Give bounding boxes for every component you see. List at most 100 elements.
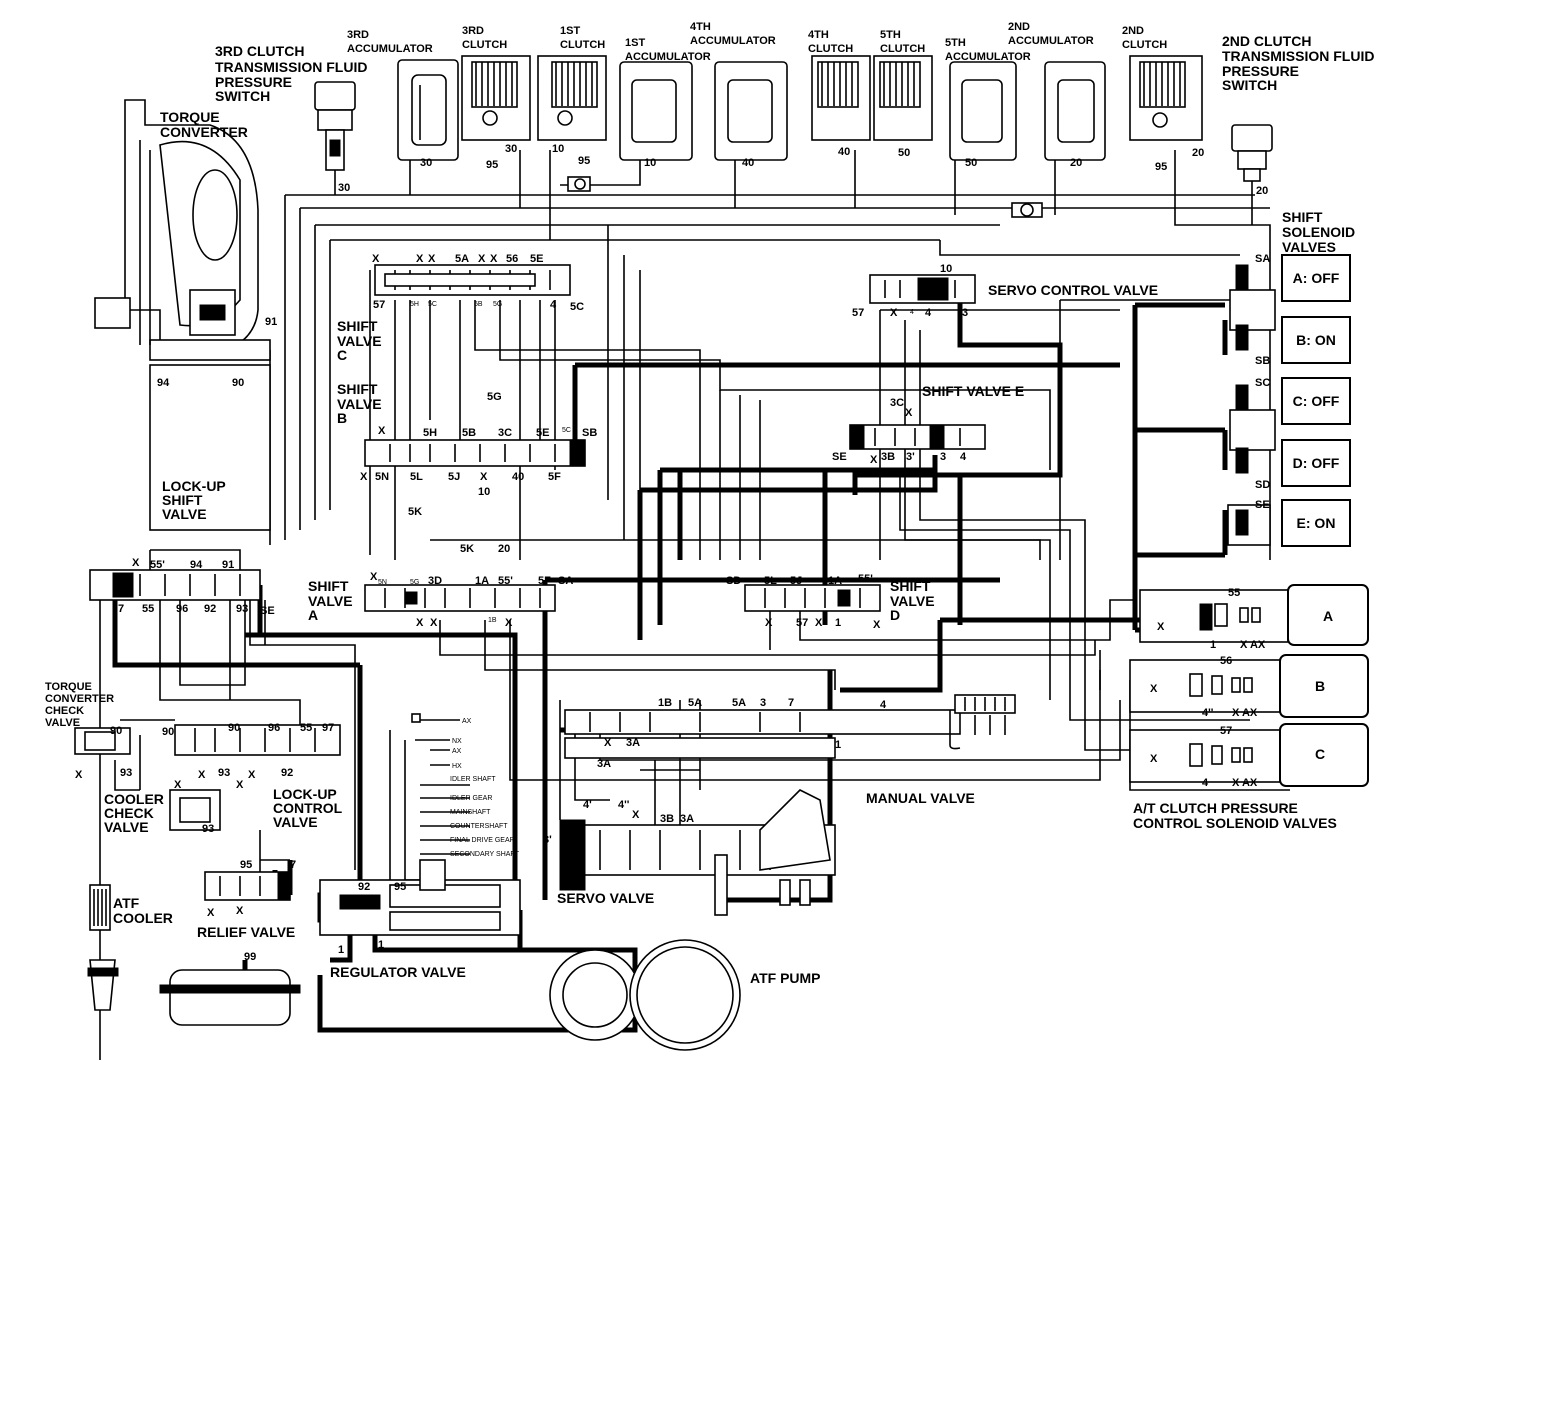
port-label: X (765, 617, 773, 629)
pressure-solenoid-c: C (1279, 723, 1369, 787)
port-label: X (1150, 753, 1158, 765)
port-label: SA (558, 575, 573, 587)
fifth-clutch (873, 55, 933, 141)
port-label: 5A (688, 697, 702, 709)
port-label: 94 (157, 377, 170, 389)
pressure-solenoid-bodies (1129, 589, 1289, 783)
port-label: X (236, 779, 244, 791)
label-relief-valve: RELIEF VALVE (197, 924, 295, 940)
port-label: X (905, 407, 913, 419)
port-label: 30 (505, 143, 517, 155)
port-label: X (248, 769, 256, 781)
port-label: 1A (475, 575, 489, 587)
label-second-accumulator: 2ND ACCUMULATOR (1008, 21, 1094, 47)
shaft-label: MAINSHAFT (450, 809, 491, 816)
manual-valve-body (564, 694, 1016, 759)
port-label: 55' (498, 575, 513, 587)
pressure-solenoid-b-name: B (1315, 678, 1325, 694)
port-label: 5C (570, 301, 584, 313)
shaft-label: FINAL DRIVE GEAR (450, 837, 515, 844)
port-label: 56 (1220, 655, 1232, 667)
port-label: 1 (338, 944, 344, 956)
port-label: 3' (906, 451, 915, 463)
port-label: 57 (373, 299, 385, 311)
label-torque-converter: TORQUE CONVERTER (160, 109, 248, 140)
solenoid-port-labels: SA SB SC SD SE 55 56 57 (1220, 253, 1270, 737)
port-label: 97 (322, 722, 334, 734)
label-tc-check-valve: TORQUE CONVERTER CHECK VALVE (45, 681, 117, 729)
component-labels: 3RD CLUTCH TRANSMISSION FLUID PRESSURE S… (45, 21, 1378, 986)
port-label: SE (832, 451, 847, 463)
port-label: 4 (910, 309, 914, 316)
port-label: X (1150, 683, 1158, 695)
torque-converter-check-valve-body (74, 727, 131, 755)
port-label: SB (1255, 355, 1270, 367)
port-label: X (174, 779, 182, 791)
port-label: 5C (562, 427, 571, 434)
port-label: 95 (394, 881, 406, 893)
port-label: X (505, 617, 513, 629)
port-label: 4 (960, 451, 967, 463)
port-label: 4 (1202, 777, 1209, 789)
port-label: 1B (488, 617, 497, 624)
port-label: 1 (378, 939, 384, 951)
port-label: 5J (448, 471, 460, 483)
port-label: 5K (408, 506, 422, 518)
label-atf-cooler: ATF COOLER (113, 895, 173, 926)
label-shift-valve-a: SHIFT VALVE A (308, 578, 357, 623)
solenoid-c-state: C: OFF (1281, 377, 1351, 425)
label-first-accumulator: 1ST ACCUMULATOR (625, 37, 711, 63)
port-label: 4 (550, 299, 557, 311)
label-second-clutch-switch: 2ND CLUTCH TRANSMISSION FLUID PRESSURE S… (1222, 33, 1378, 93)
second-clutch-pressure-switch (1231, 124, 1273, 182)
port-label: 3A (680, 813, 694, 825)
shaft-label: IDLER GEAR (450, 795, 492, 802)
shaft-label: SECONDARY SHAFT (450, 851, 520, 858)
shaft-label: AX (462, 718, 472, 725)
port-label: 55' (150, 559, 165, 571)
port-label: 30 (338, 182, 350, 194)
solenoid-a-state-text: A: OFF (1293, 270, 1340, 286)
label-atf-pump: ATF PUMP (750, 970, 821, 986)
port-label: 3B (881, 451, 895, 463)
port-label: X (632, 809, 640, 821)
port-label: 5H (410, 301, 419, 308)
port-label: 3C (890, 397, 904, 409)
port-label: 92 (358, 881, 370, 893)
port-label: 57 (796, 617, 808, 629)
port-label: X (1157, 621, 1165, 633)
port-label: 40 (838, 146, 850, 158)
port-label: 5G (410, 579, 419, 586)
label-fifth-accumulator: 5TH ACCUMULATOR (945, 37, 1031, 63)
label-at-clutch-pressure-solenoids: A/T CLUTCH PRESSURE CONTROL SOLENOID VAL… (1133, 800, 1337, 831)
fourth-clutch (811, 55, 871, 141)
third-clutch-pressure-switch (314, 81, 356, 171)
pressure-solenoid-a: A (1287, 584, 1369, 646)
port-label: 1 (1210, 639, 1216, 651)
port-label: 3A (626, 737, 640, 749)
port-label: 5G (487, 391, 502, 403)
port-label: 5H (423, 427, 437, 439)
thick-fluid-lines (112, 300, 1228, 1033)
port-label: 4'' (618, 799, 630, 811)
port-label: X (815, 617, 823, 629)
port-label: 5L (410, 471, 423, 483)
shaft-label: AX (452, 748, 462, 755)
atf-pump-body (549, 939, 741, 1051)
label-fourth-clutch: 4TH CLUTCH (808, 29, 853, 55)
fifth-accumulator (949, 61, 1017, 161)
port-label: 3B (660, 813, 674, 825)
port-label: 95 (486, 159, 498, 171)
port-label: 90 (228, 722, 240, 734)
port-label: 55 (300, 722, 312, 734)
port-label: X (372, 253, 380, 265)
port-label: 5A (732, 697, 746, 709)
port-label: 10 (552, 143, 564, 155)
shaft-label: HX (452, 763, 462, 770)
port-label: X AX (1240, 639, 1266, 651)
port-label: 57 (1220, 725, 1232, 737)
port-label: 5E (530, 253, 543, 265)
port-label: 4' (583, 799, 592, 811)
port-label: 3C (498, 427, 512, 439)
